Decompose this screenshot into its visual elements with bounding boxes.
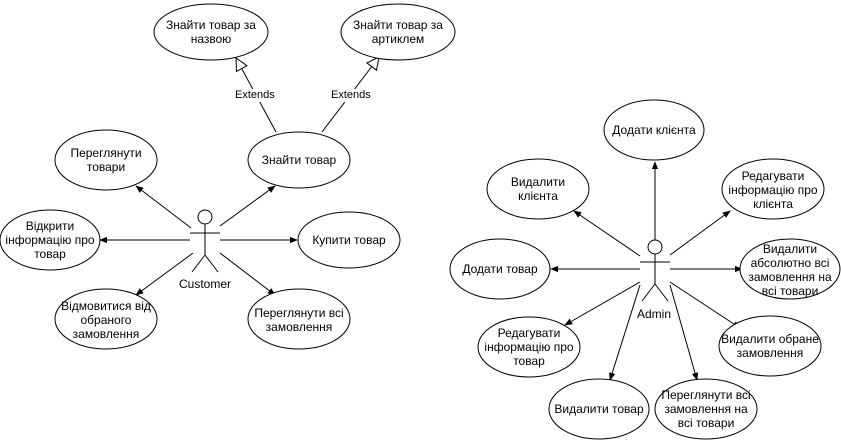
admin-link-edit-client: [669, 210, 731, 256]
admin-actor-name: Admin: [637, 307, 672, 321]
uc-delete-selected-order-ellipse: [718, 315, 822, 377]
customer-actor-name: Customer: [179, 277, 232, 291]
uc-delete-client-ellipse: [486, 158, 590, 220]
customer-actor-figure: [190, 209, 220, 273]
uc-find-by-article-ellipse: [340, 3, 456, 61]
admin-link-delete-selected-order: [669, 281, 741, 329]
admin-link-delete-product: [609, 284, 641, 381]
extends-label-right: Extends: [331, 89, 371, 102]
uc-open-info-ellipse: [0, 209, 101, 271]
uc-buy-product-ellipse: [297, 211, 401, 269]
admin-link-edit-product: [564, 281, 641, 326]
customer-link-view-products: [135, 185, 192, 229]
admin-link-view-all-orders: [669, 284, 699, 381]
uc-delete-product-ellipse: [548, 378, 650, 440]
uc-find-product-ellipse: [247, 131, 351, 189]
uc-cancel-order-ellipse: [54, 288, 158, 350]
customer-link-view-orders: [219, 252, 276, 296]
uc-view-orders-customer-ellipse: [247, 288, 351, 350]
extends-label-left: Extends: [235, 89, 275, 102]
admin-actor-figure: [640, 239, 670, 302]
admin-link-delete-client: [573, 210, 641, 257]
customer-link-find-product: [219, 185, 276, 227]
uc-add-client-ellipse: [603, 99, 705, 161]
uc-view-products-ellipse: [54, 129, 158, 191]
uc-delete-all-orders-ellipse: [739, 238, 841, 300]
uc-find-by-name-ellipse: [153, 3, 269, 61]
uc-view-all-orders-admin-ellipse: [654, 378, 758, 440]
uc-add-product-ellipse: [449, 238, 551, 300]
customer-link-cancel-order: [135, 252, 194, 296]
uc-edit-client-ellipse: [721, 158, 825, 220]
uc-edit-product-ellipse: [477, 316, 581, 378]
